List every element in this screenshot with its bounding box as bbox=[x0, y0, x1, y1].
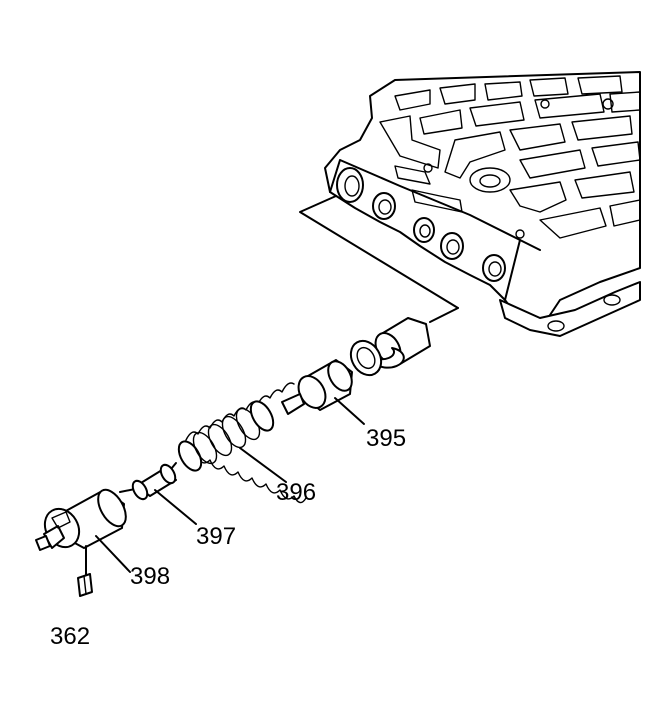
callout-397: 397 bbox=[196, 523, 236, 550]
callout-362: 362 bbox=[50, 623, 90, 650]
valve-body-casting bbox=[324, 71, 641, 337]
part-396-spring bbox=[177, 382, 307, 504]
valve-cap bbox=[349, 317, 431, 377]
part-398-sleeve bbox=[35, 488, 131, 573]
part-397-plug bbox=[131, 463, 197, 525]
part-395-valve bbox=[281, 359, 365, 425]
callout-396: 396 bbox=[276, 479, 316, 506]
callout-395: 395 bbox=[366, 425, 406, 452]
part-362-retainer-clip bbox=[77, 545, 93, 597]
callout-398: 398 bbox=[130, 563, 170, 590]
